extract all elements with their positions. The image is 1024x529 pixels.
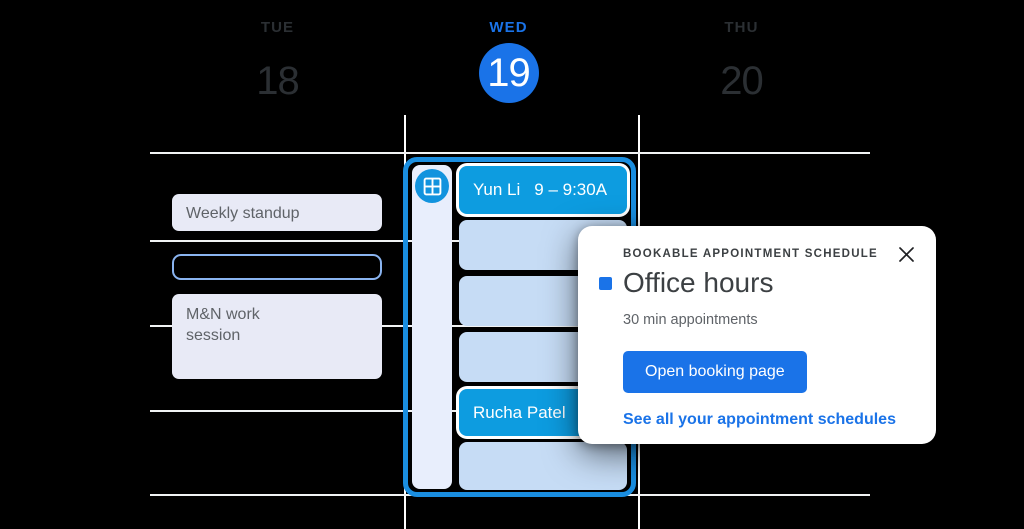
today-circle: 19 <box>478 43 539 103</box>
appointment-slot-open[interactable] <box>459 442 627 490</box>
close-icon[interactable] <box>892 240 920 268</box>
event-title: Weekly standup <box>186 205 300 222</box>
see-all-appointment-schedules-link[interactable]: See all your appointment schedules <box>623 411 896 428</box>
event-placeholder-outline[interactable] <box>172 254 382 280</box>
day-number-wrap: 20 <box>624 43 859 103</box>
grid-icon[interactable] <box>415 169 449 203</box>
event-weekly-standup[interactable]: Weekly standup <box>172 194 382 231</box>
popup-title-row: Office hours <box>599 267 774 299</box>
hour-gridline <box>150 152 870 154</box>
popup-eyebrow: BOOKABLE APPOINTMENT SCHEDULE <box>623 248 878 260</box>
day-number-today: 19 <box>487 51 530 95</box>
appointment-schedule-rail <box>412 165 452 489</box>
day-number-wrap: 19 <box>391 43 626 103</box>
open-booking-page-button[interactable]: Open booking page <box>623 351 807 393</box>
attendee-name: Yun Li <box>473 180 521 199</box>
day-number: 18 <box>256 59 299 103</box>
event-mn-work-session[interactable]: M&N work session <box>172 294 382 379</box>
popup-title: Office hours <box>623 267 774 298</box>
appointment-time: 9 – 9:30A <box>534 180 608 199</box>
popup-subtitle: 30 min appointments <box>623 312 758 328</box>
day-of-week-label: TUE <box>260 19 295 36</box>
appointment-slot-booked[interactable]: Yun Li 9 – 9:30A <box>459 166 627 214</box>
hour-gridline <box>150 325 870 327</box>
day-of-week-label-today: WED <box>489 19 528 36</box>
calendar-color-swatch <box>599 276 612 290</box>
day-of-week-label: THU <box>724 19 759 36</box>
day-number-wrap: 18 <box>160 43 395 103</box>
appointment-schedule-popup: BOOKABLE APPOINTMENT SCHEDULE Office hou… <box>578 226 936 444</box>
day-number: 20 <box>720 59 763 103</box>
day-header-thu[interactable]: THU 20 <box>624 0 859 115</box>
day-header-tue[interactable]: TUE 18 <box>160 0 395 115</box>
day-header-wed[interactable]: WED 19 <box>391 0 626 115</box>
attendee-name: Rucha Patel <box>473 402 566 422</box>
event-title: M&N work session <box>186 306 260 344</box>
